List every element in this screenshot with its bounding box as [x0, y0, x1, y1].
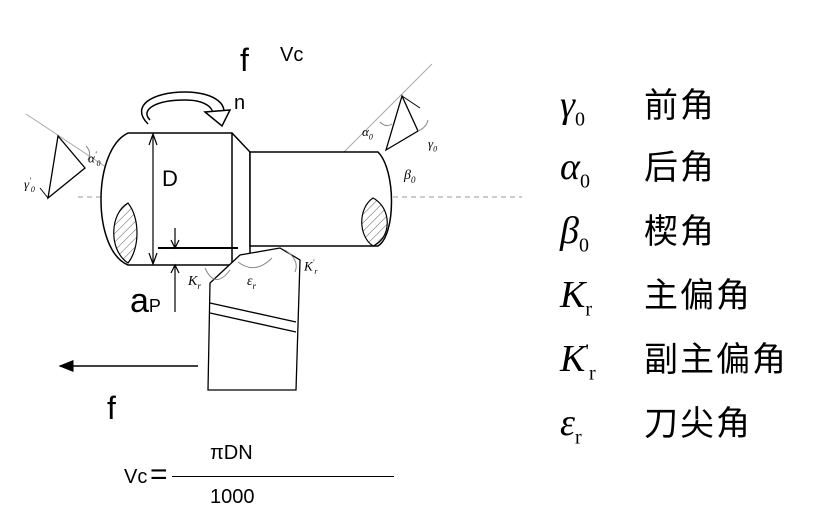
- ap-sub: P: [148, 296, 161, 316]
- workpiece-small-section: [249, 151, 393, 247]
- gamma0-right-label: γ0: [428, 136, 438, 154]
- kr-arc: [204, 267, 231, 280]
- formula-numerator: πDN: [210, 442, 253, 464]
- feed-label-top: f: [240, 42, 249, 78]
- feed-label-bottom: f: [107, 390, 116, 426]
- legend-row-major-cutting-edge-angle: Kr 主偏角: [560, 274, 752, 321]
- workpiece-right-end-section: [361, 197, 388, 247]
- diameter-label: D: [162, 166, 178, 191]
- legend-row-wedge-angle: β0 楔角: [560, 210, 716, 257]
- legend-row-rake-angle: γ0 前角: [560, 84, 716, 131]
- kr-label: Kr: [188, 274, 201, 291]
- beta0-label: β0: [404, 168, 416, 185]
- depth-of-cut-label: aP: [130, 282, 161, 321]
- cutting-speed-label-top: Vc: [280, 44, 304, 66]
- gamma0-left-label: γ'0: [24, 176, 35, 194]
- alpha0-left-label: α'0: [88, 150, 101, 168]
- rotation-label: n: [234, 92, 246, 114]
- legend-row-tool-nose-angle: εr 刀尖角: [560, 402, 752, 449]
- krp-label: K'r: [304, 258, 318, 276]
- rotation-arrow: [141, 91, 225, 125]
- legend-row-clearance-angle: α0 后角: [560, 146, 716, 193]
- alpha0-right-label: α0: [362, 124, 373, 142]
- ap-main: a: [130, 282, 149, 320]
- er-arc: [237, 257, 273, 269]
- formula-equals: =: [150, 458, 168, 491]
- left-wedge-section: [47, 134, 86, 200]
- workpiece-left-end-section: [113, 202, 138, 264]
- turning-tool: [207, 247, 301, 391]
- krp-arc: [284, 249, 297, 273]
- right-wedge-section: [384, 94, 419, 152]
- formula-denominator: 1000: [210, 486, 255, 508]
- er-label: εr: [247, 274, 257, 291]
- formula-lhs: Vc: [124, 466, 148, 488]
- formula-fraction-bar: [172, 476, 394, 477]
- legend-row-minor-cutting-edge-angle: K'r 副主偏角: [560, 338, 788, 385]
